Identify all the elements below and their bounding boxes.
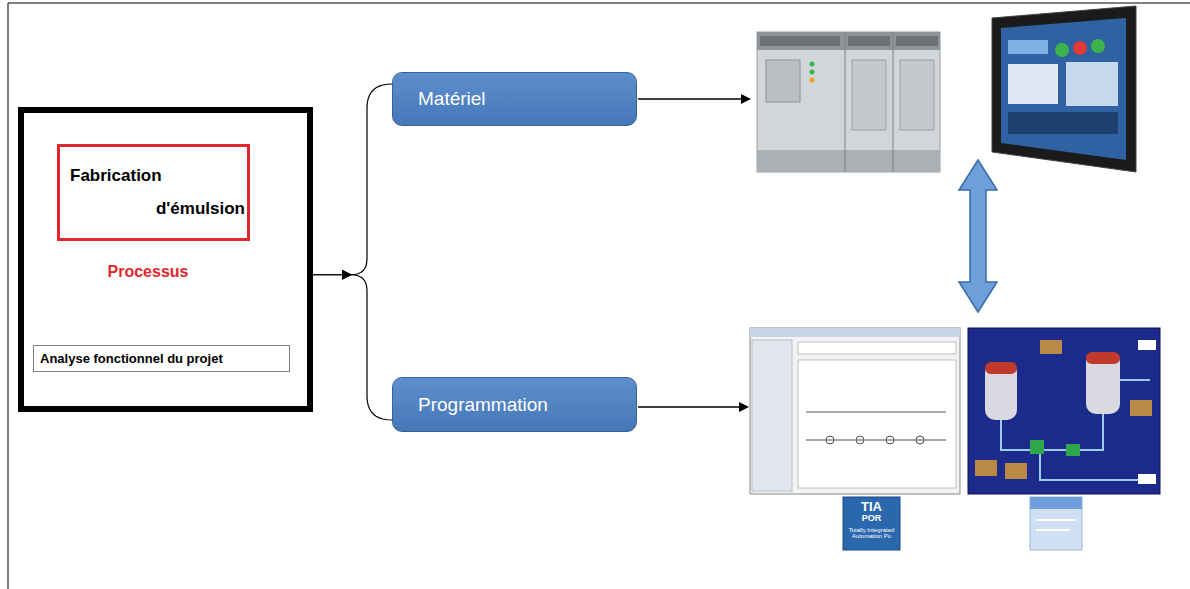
plc-module-divider — [893, 32, 894, 172]
pipe — [1001, 380, 1150, 480]
brace-connector — [313, 84, 392, 275]
hmi-widget — [1008, 40, 1048, 54]
hmi-widget — [1008, 64, 1058, 104]
analysis-box: Analyse fonctionnel du projet — [33, 345, 290, 372]
value-panel — [975, 460, 997, 476]
box-label: Programmation — [418, 394, 548, 416]
hmi-widget — [1008, 112, 1118, 134]
wincc-logo-line — [1036, 519, 1076, 521]
category-box: Programmation — [392, 377, 637, 432]
brace-connector-group — [313, 84, 392, 280]
hmi-frame — [992, 6, 1136, 172]
value-panel — [1005, 463, 1027, 479]
ladder-rung — [806, 412, 946, 413]
project-tree — [752, 340, 792, 491]
arrowhead — [342, 270, 352, 280]
ladder-coil — [916, 436, 924, 444]
frame-line — [8, 3, 1190, 4]
tank-top — [985, 362, 1017, 374]
brace-connector — [313, 275, 392, 420]
window-titlebar — [750, 328, 960, 337]
value-panel — [1138, 340, 1156, 350]
plc-module-divider — [845, 32, 846, 172]
pump — [1066, 444, 1080, 456]
process-frame: Processus Fabrication d'émulsionAnalyse f… — [18, 107, 313, 412]
plc-led — [810, 62, 815, 67]
plc-led — [810, 70, 815, 75]
ladder-coil — [856, 436, 864, 444]
plc-terminal-strip — [757, 32, 940, 50]
arrow-line — [638, 98, 742, 99]
double-arrow — [959, 160, 997, 312]
hmi-button — [1091, 39, 1105, 53]
ladder-coil — [886, 436, 894, 444]
frame-title: Processus — [68, 263, 228, 281]
hmi-button — [1055, 43, 1069, 57]
plc-terminals — [760, 36, 840, 46]
brace-connector-group — [313, 270, 392, 420]
plc-terminal-strip — [757, 150, 940, 172]
tank — [985, 362, 1017, 420]
scada-screen — [968, 328, 1160, 494]
wincc-logo-line — [1036, 529, 1070, 531]
plc-terminals — [896, 36, 938, 46]
value-panel — [1040, 340, 1062, 354]
arrowhead — [342, 270, 352, 280]
wincc-logo — [1030, 497, 1082, 550]
software-screen — [750, 328, 960, 494]
tia-logo — [843, 497, 900, 550]
toolbar — [798, 342, 956, 354]
box-label: Matériel — [418, 88, 486, 110]
editor-pane — [798, 360, 956, 488]
plc-led — [810, 78, 815, 83]
logo-text: Totally Integrated Automation Po — [843, 527, 900, 540]
arrowhead — [739, 402, 749, 412]
plc-terminals — [848, 36, 890, 46]
hmi-button — [1073, 41, 1087, 55]
frame-line — [8, 3, 9, 589]
hmi-screen — [1001, 18, 1126, 160]
plc-cpu-panel — [766, 60, 800, 102]
tank — [1086, 352, 1120, 414]
arrow-line — [638, 406, 740, 407]
pump — [1030, 440, 1044, 454]
arrowhead — [741, 94, 751, 104]
tank-top — [1086, 352, 1120, 364]
process-box: Fabrication d'émulsion — [57, 144, 250, 241]
ladder-rung — [806, 440, 946, 441]
logo-text: POR — [843, 514, 900, 523]
plc-module-front — [852, 60, 886, 130]
logo-text: TIA — [843, 500, 900, 514]
value-panel — [1138, 474, 1156, 484]
plc-body — [757, 32, 940, 172]
category-box: Matériel — [392, 72, 637, 126]
box-label: Analyse fonctionnel du projet — [40, 351, 223, 366]
value-panel — [1130, 400, 1152, 416]
plc-module-front — [900, 60, 934, 130]
wincc-logo-band — [1030, 497, 1082, 509]
ladder-coil — [826, 436, 834, 444]
hmi-widget — [1066, 62, 1118, 106]
box-label: Fabrication d'émulsion — [70, 160, 245, 225]
